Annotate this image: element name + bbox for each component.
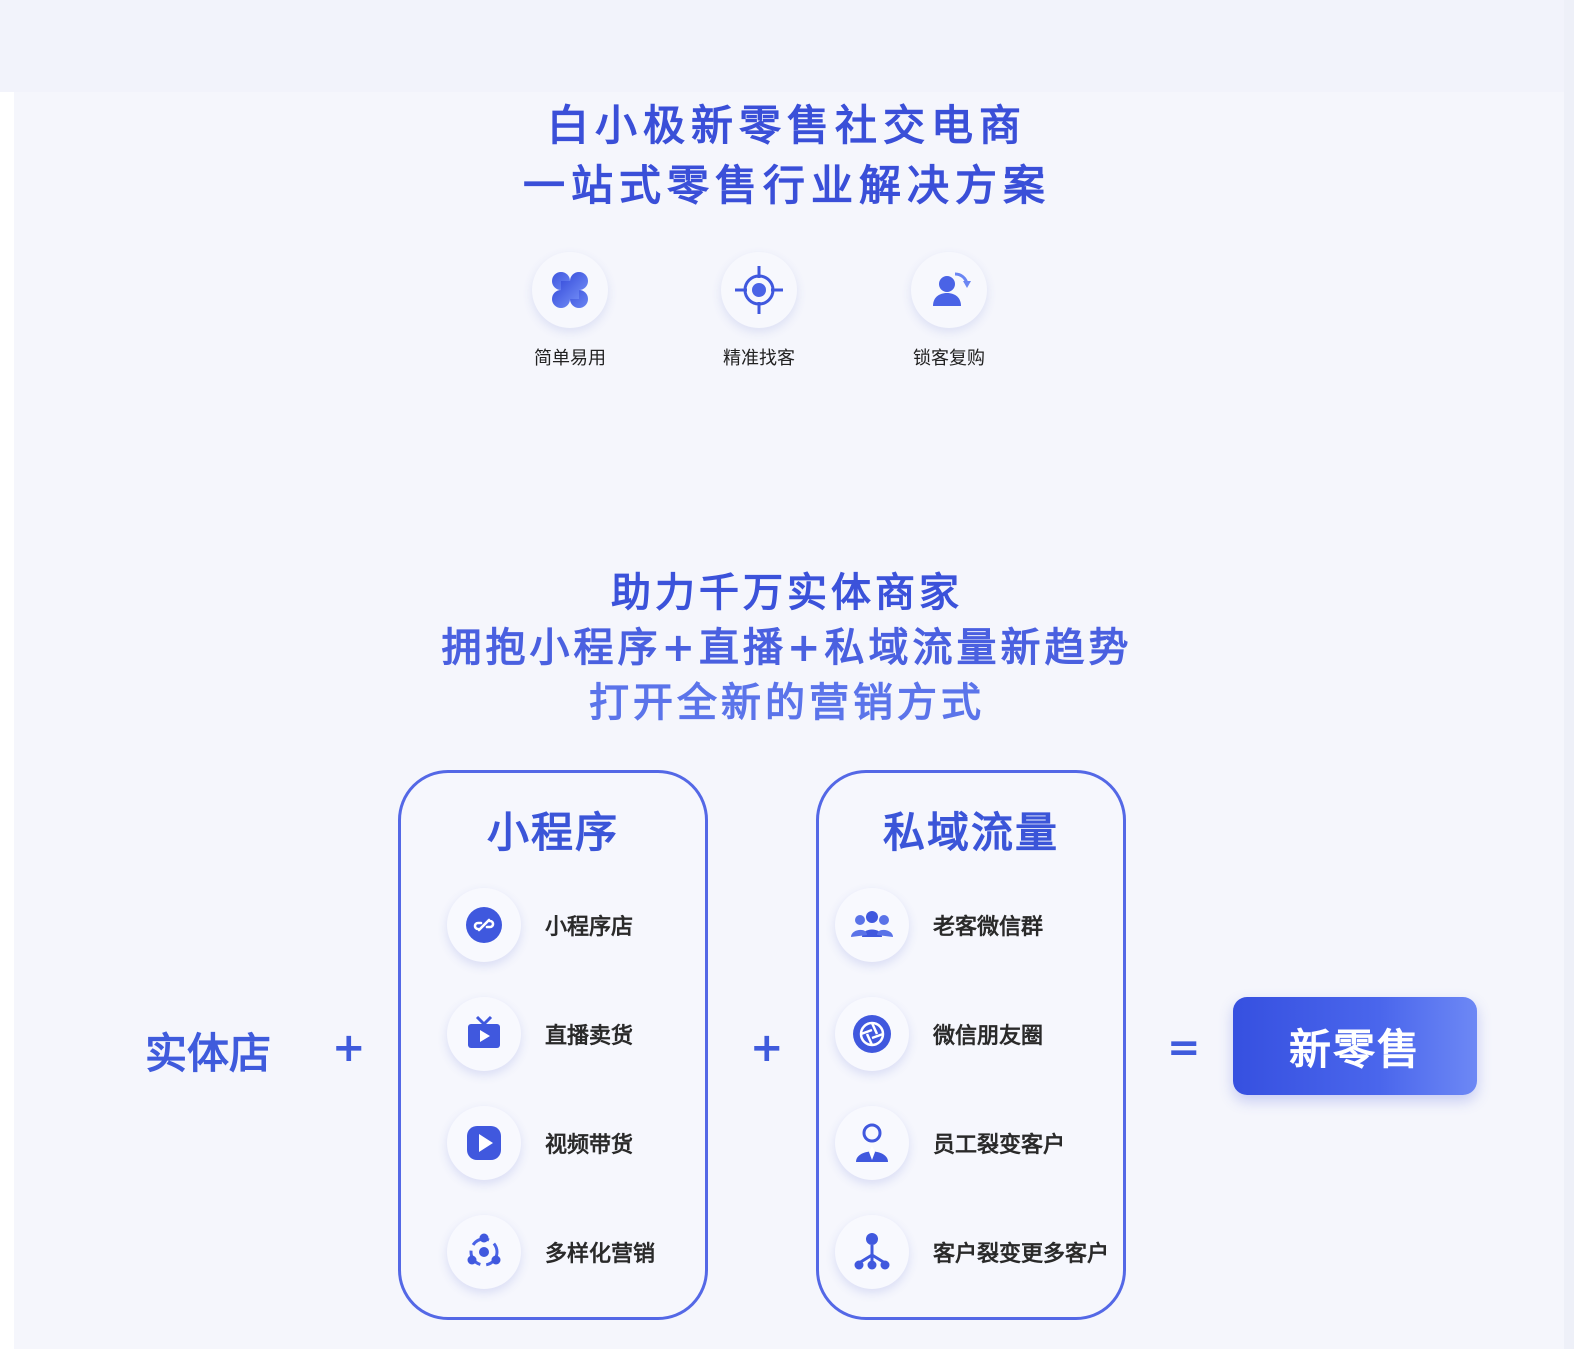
clover-icon (532, 252, 608, 328)
list-item: 微信朋友圈 (835, 994, 1043, 1074)
plus-sign: + (750, 1025, 784, 1071)
target-icon (721, 252, 797, 328)
item-label: 客户裂变更多客户 (933, 1242, 1110, 1267)
physical-store-label: 实体店 (145, 1029, 272, 1078)
feature-lock-repurchase: 锁客复购 (869, 252, 1029, 370)
equals-sign: = (1167, 1025, 1201, 1071)
item-label: 小程序店 (545, 915, 634, 940)
list-item: 员工裂变客户 (835, 1103, 1065, 1183)
right-margin (1564, 0, 1574, 1349)
section-title-line3: 打开全新的营销方式 (589, 680, 985, 726)
plus-sign: + (332, 1025, 366, 1071)
new-retail-button[interactable]: 新零售 (1233, 997, 1477, 1095)
item-label: 直播卖货 (545, 1024, 634, 1049)
list-item: 直播卖货 (447, 994, 633, 1074)
list-item: 小程序店 (447, 885, 633, 965)
card-title: 私域流量 (882, 808, 1059, 857)
list-item: 客户裂变更多客户 (835, 1212, 1109, 1292)
list-item: 多样化营销 (447, 1212, 655, 1292)
employee-icon (835, 1106, 909, 1180)
hero-title-line1: 白小极新零售社交电商 (546, 101, 1027, 150)
list-item: 老客微信群 (835, 885, 1043, 965)
feature-precise-targeting: 精准找客 (679, 252, 839, 370)
section-title-line2: 拥抱小程序+直播+私域流量新趋势 (441, 625, 1133, 671)
item-label: 视频带货 (545, 1133, 634, 1158)
group-icon (835, 888, 909, 962)
feature-label: 精准找客 (723, 348, 795, 369)
list-item: 视频带货 (447, 1103, 633, 1183)
aperture-icon (835, 997, 909, 1071)
feature-label: 简单易用 (534, 348, 606, 369)
hierarchy-icon (835, 1215, 909, 1289)
share-icon (447, 1215, 521, 1289)
mini-program-card: 小程序 小程序店 直播卖货 视频带货 多样化营销 (398, 770, 708, 1320)
item-label: 老客微信群 (933, 915, 1044, 940)
item-label: 微信朋友圈 (933, 1024, 1044, 1049)
top-band (0, 0, 1574, 92)
user-refresh-icon (911, 252, 987, 328)
card-title: 小程序 (486, 808, 619, 857)
mini-program-icon (447, 888, 521, 962)
tv-icon (447, 997, 521, 1071)
item-label: 员工裂变客户 (933, 1133, 1066, 1158)
private-traffic-card: 私域流量 老客微信群 微信朋友圈 员工裂变客户 客户裂变更多客户 (816, 770, 1126, 1320)
item-label: 多样化营销 (545, 1242, 656, 1267)
feature-label: 锁客复购 (913, 348, 985, 369)
hero-title-line2: 一站式零售行业解决方案 (522, 161, 1051, 210)
play-icon (447, 1106, 521, 1180)
left-margin (0, 92, 14, 1349)
feature-easy-to-use: 简单易用 (490, 252, 650, 370)
section-title-line1: 助力千万实体商家 (611, 570, 963, 616)
